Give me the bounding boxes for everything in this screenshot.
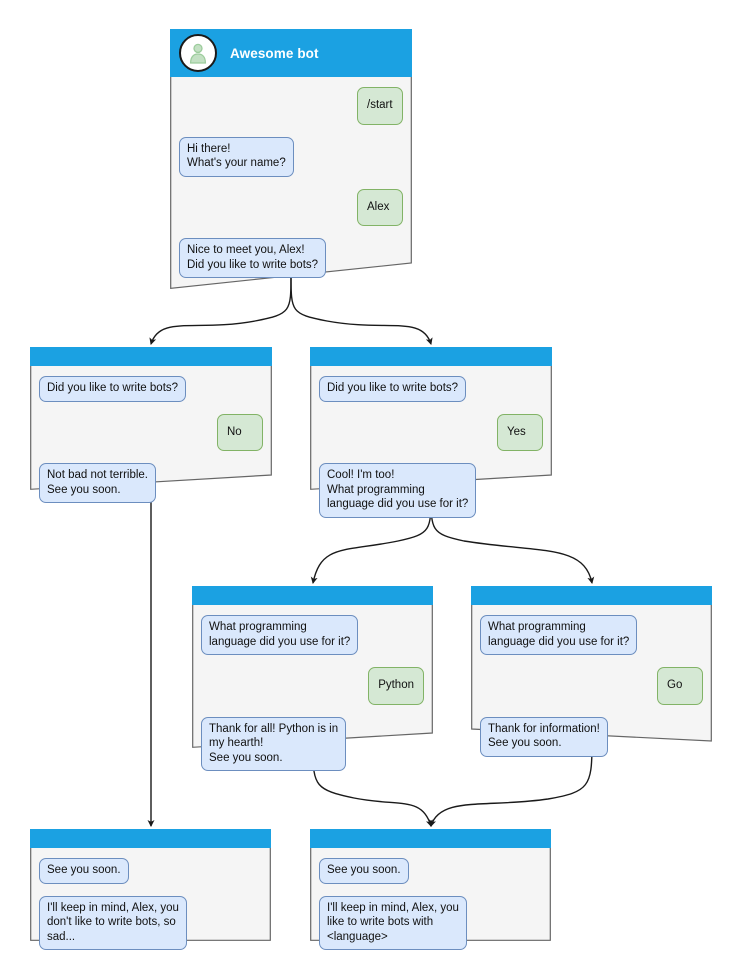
card-header-bar: [310, 347, 552, 366]
bot-name-label: Awesome bot: [230, 45, 319, 61]
bot-message-bubble: Thank for all! Python is in my hearth! S…: [201, 716, 347, 771]
bot-message-bubble: Did you like to write bots?: [319, 376, 467, 402]
conversation-card-end-yes[interactable]: See you soon. I'll keep in mind, Alex, y…: [310, 829, 551, 950]
user-message-bubble: Alex: [357, 188, 403, 226]
user-message-bubble: Go: [657, 667, 703, 705]
bot-message-bubble: Cool! I'm too! What programming language…: [319, 463, 477, 518]
conversation-card-no[interactable]: Did you like to write bots? No Not bad n…: [30, 347, 272, 503]
message-row: Hi there! What's your name?: [179, 136, 403, 177]
chat-transcript: See you soon. I'll keep in mind, Alex, y…: [310, 848, 551, 956]
chat-transcript: What programming language did you use fo…: [471, 605, 712, 763]
user-message-bubble: Python: [368, 667, 424, 705]
message-row: /start: [179, 87, 403, 125]
conversation-card-start[interactable]: Awesome bot /start Hi there! What's your…: [170, 29, 412, 289]
bot-message-bubble: Thank for information! See you soon.: [480, 716, 608, 757]
message-row: Yes: [319, 413, 543, 451]
card-header-bar: [471, 586, 712, 605]
card-header-bar: [310, 829, 551, 848]
bot-message-bubble: See you soon.: [319, 858, 409, 884]
conversation-card-end-no[interactable]: See you soon. I'll keep in mind, Alex, y…: [30, 829, 271, 950]
message-row: See you soon.: [319, 858, 542, 884]
bot-message-bubble: What programming language did you use fo…: [480, 615, 638, 655]
bot-message-bubble: Not bad not terrible. See you soon.: [39, 463, 157, 503]
message-row: Not bad not terrible. See you soon.: [39, 463, 263, 503]
message-row: See you soon.: [39, 858, 262, 884]
conversation-card-python[interactable]: What programming language did you use fo…: [192, 586, 433, 771]
user-avatar-icon: [179, 34, 217, 72]
message-row: Alex: [179, 188, 403, 226]
message-row: What programming language did you use fo…: [480, 615, 703, 655]
message-row: Nice to meet you, Alex! Did you like to …: [179, 238, 403, 278]
conversation-card-go[interactable]: What programming language did you use fo…: [471, 586, 712, 757]
message-row: Cool! I'm too! What programming language…: [319, 463, 543, 518]
chat-transcript: Did you like to write bots? No Not bad n…: [30, 366, 272, 509]
message-row: What programming language did you use fo…: [201, 615, 424, 655]
message-row: I'll keep in mind, Alex, you don't like …: [39, 895, 262, 950]
message-row: Go: [480, 667, 703, 705]
user-message-bubble: Yes: [497, 413, 543, 451]
conversation-card-yes[interactable]: Did you like to write bots? Yes Cool! I'…: [310, 347, 552, 518]
message-row: Thank for information! See you soon.: [480, 716, 703, 757]
bot-message-bubble: Nice to meet you, Alex! Did you like to …: [179, 238, 327, 278]
card-header-bar: [30, 829, 271, 848]
chat-transcript: What programming language did you use fo…: [192, 605, 433, 777]
bot-message-bubble: I'll keep in mind, Alex, you don't like …: [39, 895, 187, 950]
user-message-bubble: No: [217, 413, 263, 451]
message-row: Did you like to write bots?: [39, 376, 263, 402]
chat-transcript: See you soon. I'll keep in mind, Alex, y…: [30, 848, 271, 956]
bot-message-bubble: See you soon.: [39, 858, 129, 884]
card-header-bar: [30, 347, 272, 366]
message-row: No: [39, 413, 263, 451]
user-message-bubble: /start: [357, 87, 403, 125]
bot-message-bubble: Did you like to write bots?: [39, 376, 187, 402]
bot-message-bubble: What programming language did you use fo…: [201, 615, 359, 655]
bot-message-bubble: Hi there! What's your name?: [179, 136, 294, 177]
bot-message-bubble: I'll keep in mind, Alex, you like to wri…: [319, 895, 467, 950]
card-header-bar: [192, 586, 433, 605]
card-header-bar: Awesome bot: [170, 29, 412, 77]
chat-transcript: /start Hi there! What's your name? Alex …: [170, 77, 412, 284]
chat-transcript: Did you like to write bots? Yes Cool! I'…: [310, 366, 552, 524]
message-row: Python: [201, 667, 424, 705]
message-row: Thank for all! Python is in my hearth! S…: [201, 716, 424, 771]
message-row: I'll keep in mind, Alex, you like to wri…: [319, 895, 542, 950]
message-row: Did you like to write bots?: [319, 376, 543, 402]
